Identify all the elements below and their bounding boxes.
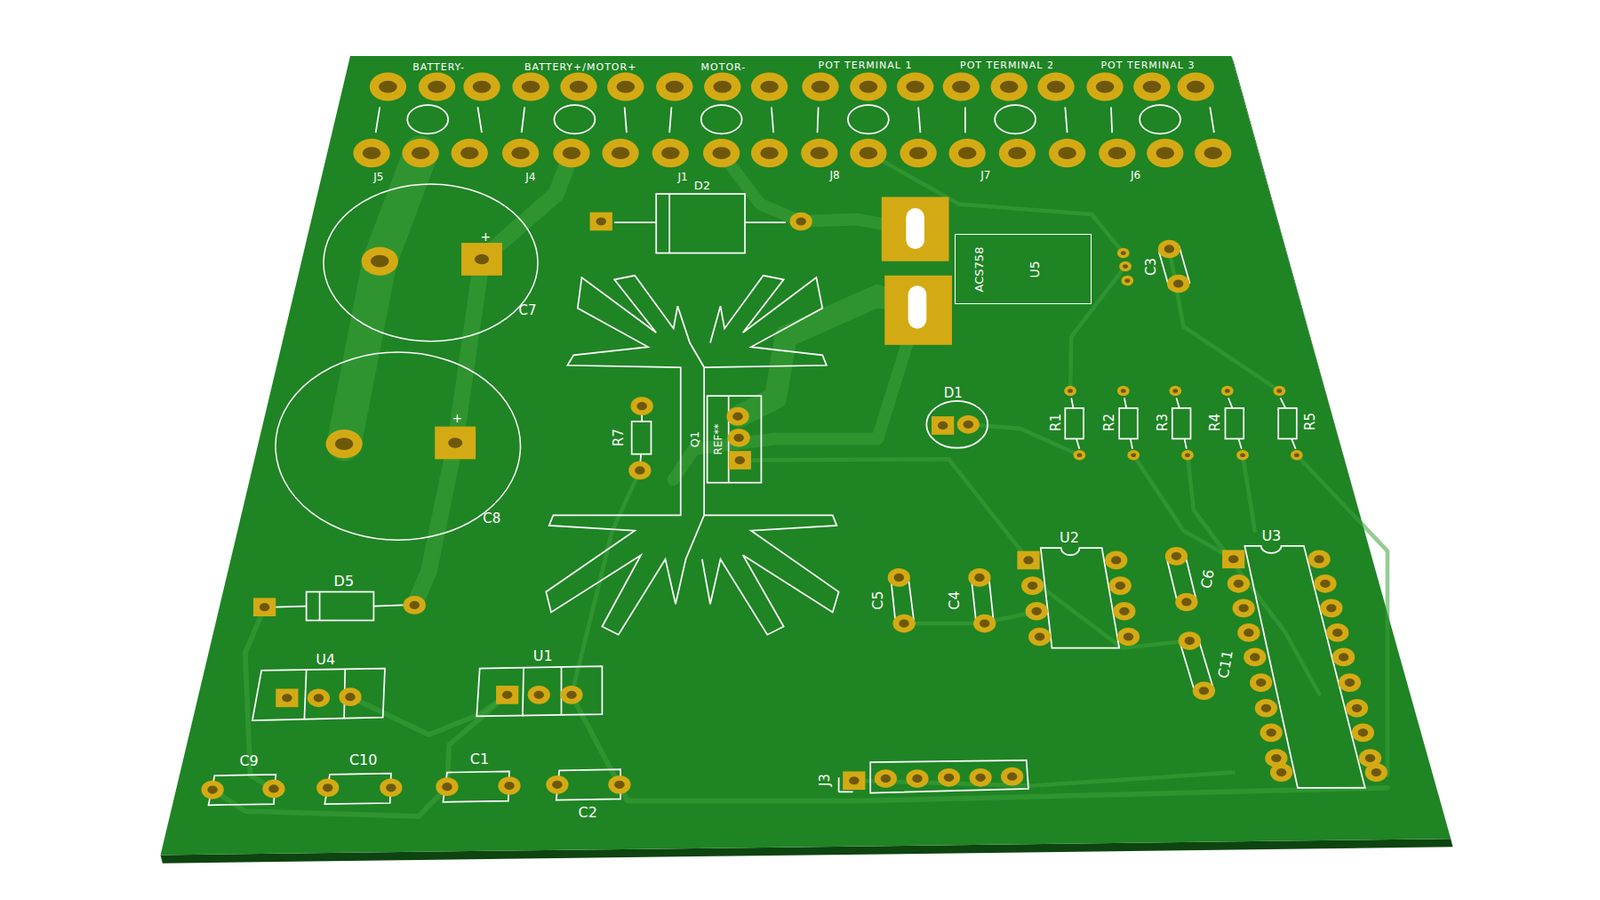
reference-designator: R4 bbox=[1208, 413, 1223, 432]
capacitor-outline: + C7 bbox=[323, 184, 538, 342]
reference-designator: C6 bbox=[1199, 568, 1216, 590]
part-label: C8 bbox=[482, 512, 501, 526]
reference-designator: R2 bbox=[1102, 413, 1116, 432]
sensor-ic-box: ACS758 U5 bbox=[954, 233, 1092, 304]
reference-designator: R3 bbox=[1155, 413, 1169, 432]
reference-designator: C5 bbox=[871, 590, 886, 609]
reference-designator: D1 bbox=[944, 385, 963, 400]
reference-designator: J6 bbox=[1130, 169, 1141, 181]
terminal-label: BATTERY+/MOTOR+ bbox=[524, 61, 637, 72]
reference-designator: U3 bbox=[1261, 528, 1281, 544]
reference-designator: R7 bbox=[611, 428, 625, 447]
terminal-label: POT TERMINAL 2 bbox=[960, 60, 1055, 71]
reference-designator: D5 bbox=[334, 574, 355, 589]
reference-designator: C3 bbox=[1144, 257, 1158, 276]
reference-designator: R1 bbox=[1049, 413, 1064, 432]
reference-designator: U4 bbox=[315, 652, 336, 667]
reference-designator: J5 bbox=[373, 171, 384, 183]
terminal-label: BATTERY- bbox=[412, 61, 465, 72]
reference-designator: D2 bbox=[694, 178, 711, 191]
reference-designator: J7 bbox=[980, 169, 991, 181]
polarity-mark: + bbox=[451, 411, 463, 424]
reference-designator: J8 bbox=[829, 169, 840, 181]
terminal-label: POT TERMINAL 1 bbox=[818, 60, 913, 71]
reference-designator: R5 bbox=[1303, 412, 1317, 431]
reference-designator: J4 bbox=[525, 171, 536, 183]
reference-designator: C4 bbox=[947, 590, 962, 609]
reference-designator: Q1 bbox=[688, 430, 700, 448]
reference-designator: U1 bbox=[533, 648, 553, 664]
polarity-mark: + bbox=[480, 230, 492, 243]
reference-designator: C10 bbox=[349, 752, 378, 768]
capacitor-outline: + C8 bbox=[275, 352, 521, 540]
reference-designator: U2 bbox=[1059, 530, 1080, 545]
part-label: U5 bbox=[1028, 260, 1041, 278]
part-label: ACS758 bbox=[972, 246, 984, 292]
reference-designator: J1 bbox=[677, 171, 688, 183]
reference-designator: C1 bbox=[470, 752, 489, 767]
reference-designator: J3 bbox=[817, 773, 832, 786]
terminal-label: MOTOR- bbox=[701, 61, 747, 72]
capacitor-circle bbox=[323, 184, 538, 342]
part-label: C7 bbox=[518, 303, 536, 317]
reference-designator: C9 bbox=[239, 753, 258, 768]
reference-designator: C2 bbox=[578, 805, 598, 820]
reference-designator: REF** bbox=[712, 423, 724, 455]
terminal-label: POT TERMINAL 3 bbox=[1100, 60, 1195, 71]
